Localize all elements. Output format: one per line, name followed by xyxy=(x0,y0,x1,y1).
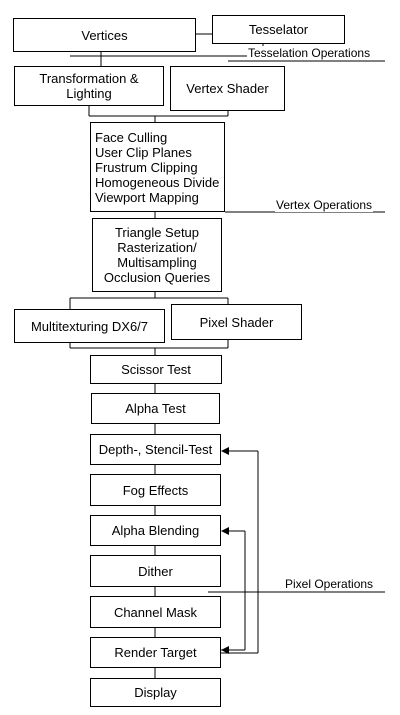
tesselator-box: Tesselator xyxy=(212,15,345,44)
render-target-box: Render Target xyxy=(90,637,221,668)
alpha-test-box: Alpha Test xyxy=(91,393,220,424)
display-box: Display xyxy=(90,678,221,707)
tesselation-operations-label: Tesselation Operations xyxy=(247,46,372,60)
vertex-operations-label: Vertex Operations xyxy=(275,198,374,212)
transform-lighting-box: Transformation & Lighting xyxy=(14,66,164,106)
vertices-box: Vertices xyxy=(13,18,196,52)
pixel-operations-label: Pixel Operations xyxy=(284,577,375,591)
fog-effects-box: Fog Effects xyxy=(90,474,221,506)
alpha-blending-box: Alpha Blending xyxy=(90,515,221,546)
vertex-shader-box: Vertex Shader xyxy=(170,66,285,111)
dither-box: Dither xyxy=(90,555,221,587)
setup-rasterization-box: Triangle Setup Rasterization/ Multisampl… xyxy=(92,218,222,292)
vertex-operations-box: Face Culling User Clip Planes Frustrum C… xyxy=(90,122,225,212)
pixel-shader-box: Pixel Shader xyxy=(171,304,302,340)
scissor-test-box: Scissor Test xyxy=(90,355,222,384)
multitexturing-box: Multitexturing DX6/7 xyxy=(14,309,165,343)
channel-mask-box: Channel Mask xyxy=(90,596,221,628)
depth-stencil-test-box: Depth-, Stencil-Test xyxy=(90,434,221,465)
